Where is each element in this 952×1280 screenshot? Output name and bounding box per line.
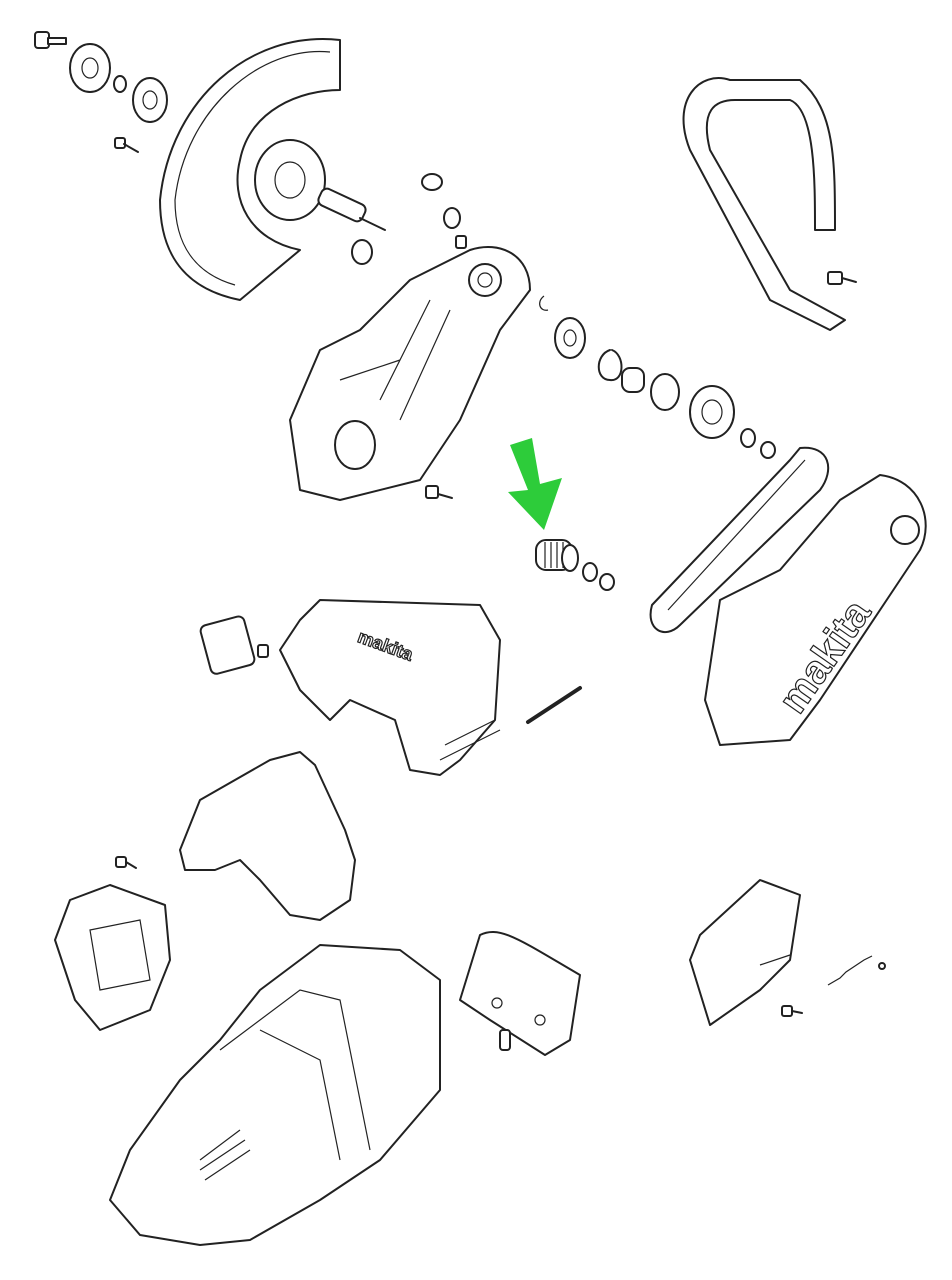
bearing (554, 317, 586, 359)
drive-belt (649, 446, 830, 634)
circlip (597, 349, 623, 382)
housing-bolt (425, 485, 453, 499)
outer-flange (69, 43, 111, 93)
spindle-bearing (351, 239, 373, 265)
sleeve (621, 367, 645, 393)
hinge-pin (526, 686, 582, 724)
tiny-washer (878, 962, 886, 970)
nut (760, 441, 776, 459)
pulley-nut (599, 573, 615, 591)
pin-small (455, 235, 467, 249)
drive-pulley (535, 539, 579, 572)
handle-screw (827, 271, 857, 285)
spring-small (443, 207, 461, 229)
latch-bracket (199, 615, 256, 675)
pulley-washer (582, 562, 598, 582)
gear-housing (289, 245, 531, 501)
bracket-screw (499, 1029, 511, 1051)
battery-terminal (689, 879, 801, 1026)
driven-pulley (689, 385, 735, 439)
washer (740, 428, 756, 448)
bearing-2 (650, 373, 680, 411)
switch-box-screw (115, 856, 137, 869)
torsion-spring (827, 955, 873, 986)
washer-ring (113, 75, 127, 93)
front-handle (682, 77, 846, 331)
switch-box (54, 884, 171, 1031)
main-housing (109, 944, 441, 1246)
circlip-small (539, 295, 549, 311)
motor-bracket (459, 930, 581, 1056)
small-screw (114, 137, 139, 153)
cap-nut (421, 173, 443, 191)
inner-flange (132, 77, 168, 123)
spindle-shaft (317, 187, 386, 231)
battery-cover: makita (279, 599, 501, 776)
gasket-seal (179, 751, 356, 921)
highlight-arrow-icon (508, 438, 562, 530)
terminal-screw (781, 1005, 803, 1017)
blade-bolt (34, 31, 67, 49)
blade-guard (159, 38, 341, 301)
latch-spring (257, 644, 269, 658)
